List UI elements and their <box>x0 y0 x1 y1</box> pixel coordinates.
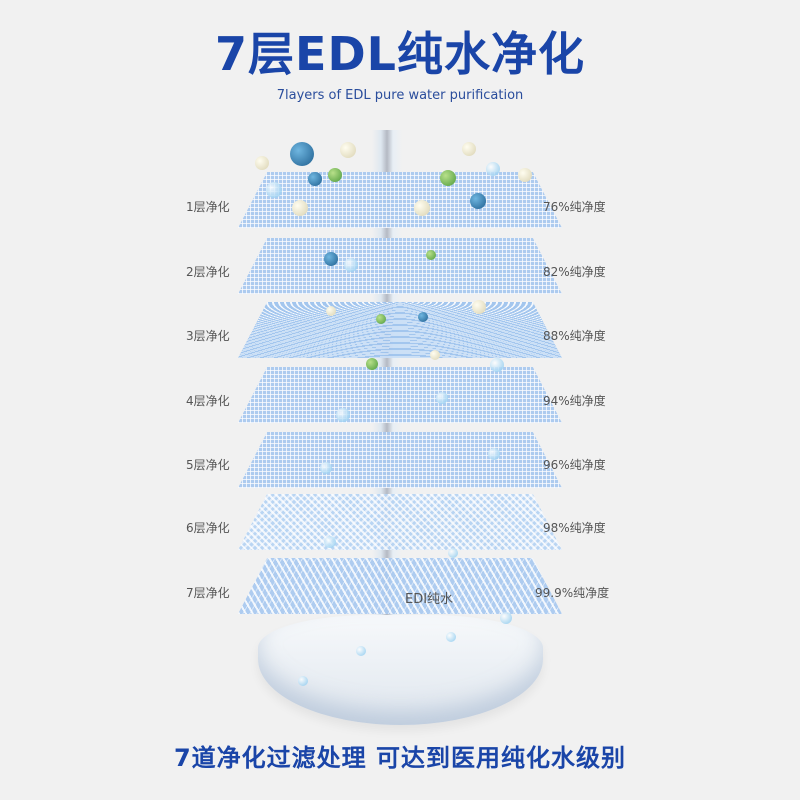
water-bubble <box>446 632 456 642</box>
impurity-particle <box>290 142 314 166</box>
water-basin <box>258 615 543 725</box>
impurity-particle <box>326 306 336 316</box>
layer-label: 4层净化 <box>186 394 230 408</box>
layer-label: 5层净化 <box>186 458 230 472</box>
layer-label: 1层净化 <box>186 200 230 214</box>
layer-purity: 94%纯净度 <box>543 394 606 408</box>
impurity-particle <box>324 252 338 266</box>
water-bubble <box>486 162 500 176</box>
impurity-particle <box>255 156 269 170</box>
filter-layer-7 <box>238 558 562 614</box>
impurity-particle <box>470 193 486 209</box>
impurity-particle <box>462 142 476 156</box>
impurity-particle <box>430 350 440 360</box>
impurity-particle <box>376 314 386 324</box>
impurity-particle <box>340 142 356 158</box>
layer-purity: 82%纯净度 <box>543 265 606 279</box>
impurity-particle <box>440 170 456 186</box>
filter-layer-3 <box>238 302 562 358</box>
layer-label: 7层净化 <box>186 586 230 600</box>
water-bubble <box>500 612 512 624</box>
page-subtitle: 7layers of EDL pure water purification <box>276 88 524 103</box>
water-bubble <box>436 392 448 404</box>
filter-layer-2 <box>238 238 562 294</box>
filter-layer-4 <box>238 367 562 423</box>
page-title: 7层EDL纯水净化 <box>215 27 585 81</box>
layer-purity: 99.9%纯净度 <box>535 586 610 600</box>
water-bubble <box>336 408 350 422</box>
impurity-particle <box>414 200 430 216</box>
layer-purity: 76%纯净度 <box>543 200 606 214</box>
water-bubble <box>448 548 458 558</box>
water-bubble <box>324 536 336 548</box>
impurity-particle <box>426 250 436 260</box>
layer-purity: 96%纯净度 <box>543 458 606 472</box>
impurity-particle <box>418 312 428 322</box>
filter-layer-6 <box>238 494 562 550</box>
impurity-particle <box>308 172 322 186</box>
water-bubble <box>490 358 504 372</box>
water-bubble <box>356 646 366 656</box>
layer-purity: 98%纯净度 <box>543 521 606 535</box>
impurity-particle <box>518 168 532 182</box>
water-bubble <box>298 676 308 686</box>
layer-label: 2层净化 <box>186 265 230 279</box>
impurity-particle <box>472 300 486 314</box>
layer-purity: 88%纯净度 <box>543 329 606 343</box>
filter-layer-5 <box>238 432 562 488</box>
impurity-particle <box>328 168 342 182</box>
layer-label: 6层净化 <box>186 521 230 535</box>
water-bubble <box>266 182 282 198</box>
filter-layer-1 <box>238 172 562 228</box>
impurity-particle <box>292 200 308 216</box>
impurity-particle <box>366 358 378 370</box>
water-bubble <box>488 448 500 460</box>
water-bubble <box>344 258 358 272</box>
water-bubble <box>320 462 332 474</box>
output-label: EDI纯水 <box>405 592 454 607</box>
footer-tagline: 7道净化过滤处理 可达到医用纯化水级别 <box>173 744 627 772</box>
layer-label: 3层净化 <box>186 329 230 343</box>
